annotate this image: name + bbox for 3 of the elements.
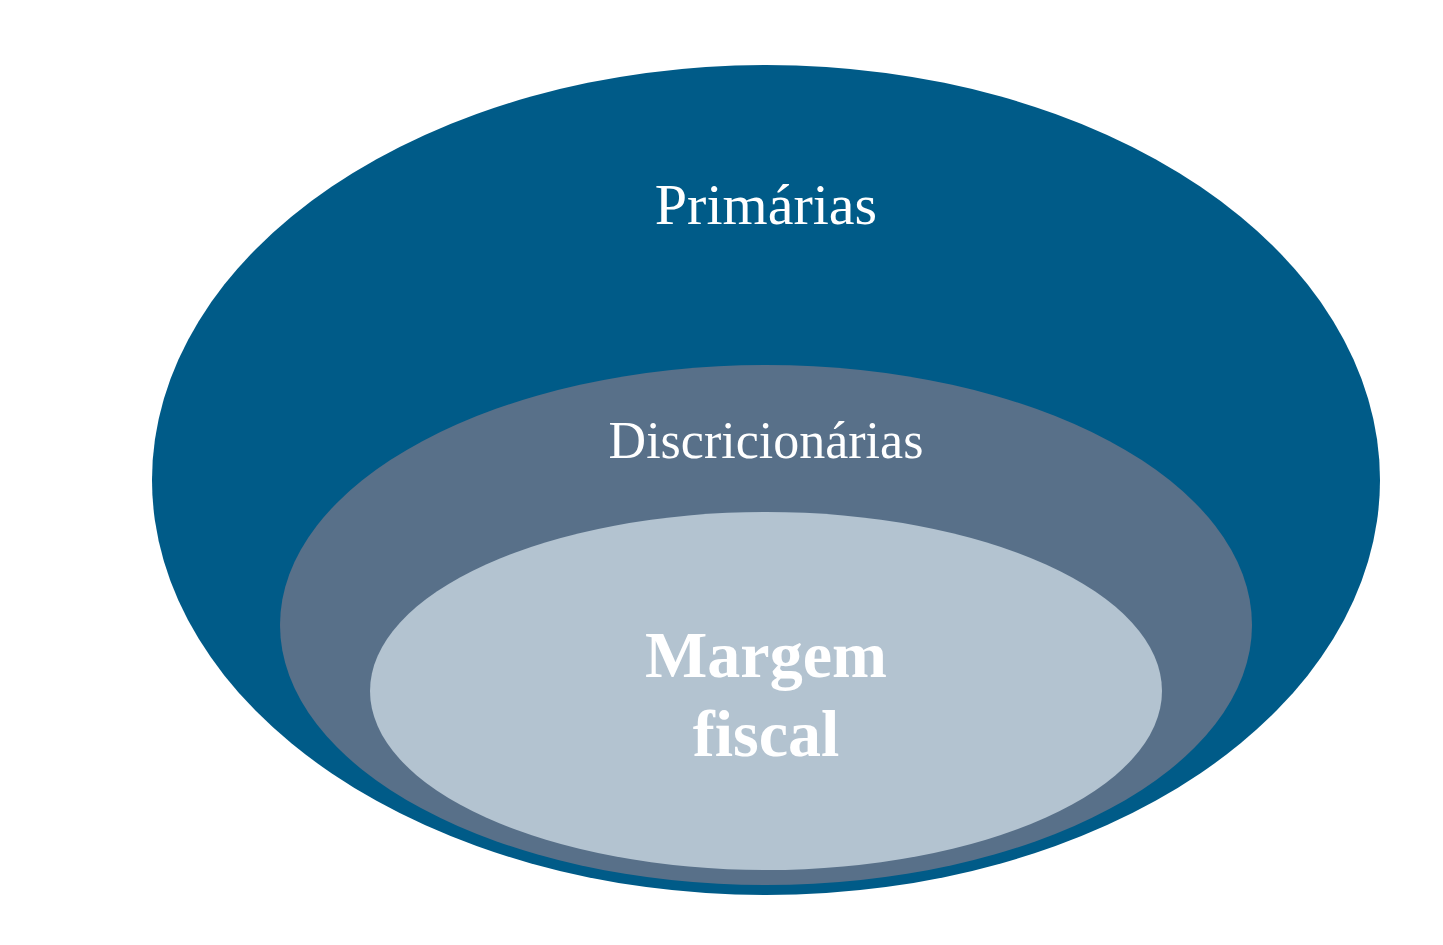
region-label: Primárias — [653, 171, 879, 239]
region-label: Margem fiscal — [644, 617, 888, 773]
region-label: Discricionárias — [607, 411, 925, 471]
